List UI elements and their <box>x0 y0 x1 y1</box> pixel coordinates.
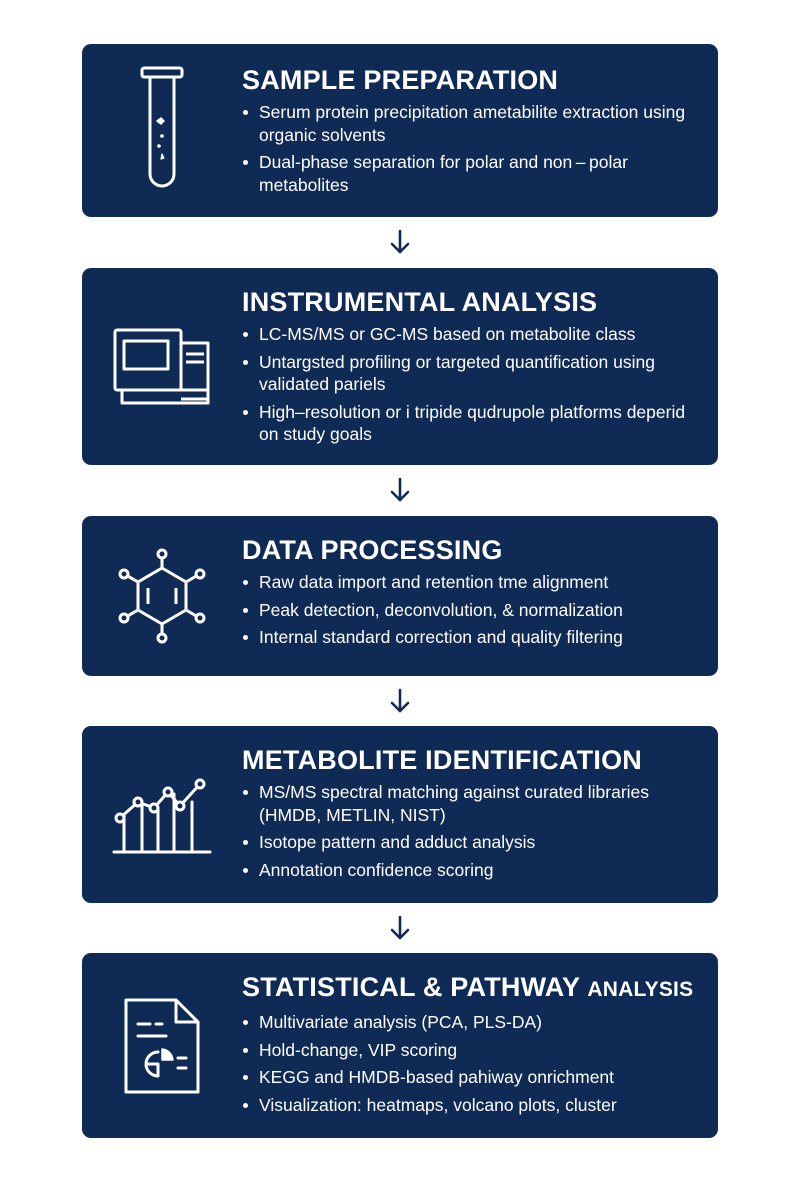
bullet-item: KEGG and HMDB-based pahiway onrichment <box>242 1066 708 1089</box>
bullet-item: LC-MS/MS or GC-MS based on metabolite cl… <box>242 323 708 346</box>
down-arrow-icon <box>390 477 410 502</box>
bullet-item: Hold-change, VIP scoring <box>242 1039 708 1062</box>
molecule-hexagon-icon <box>82 516 242 676</box>
bullet-item: High–resolution or i tripide qudrupole p… <box>242 401 708 446</box>
spectrum-chart-icon <box>82 726 242 903</box>
step-bullet-list: Multivariate analysis (PCA, PLS-DA) Hold… <box>242 1011 708 1116</box>
bullet-item: Internal standard correction and quality… <box>242 626 708 649</box>
step-card-statistical-pathway-analysis: STATISTICAL & PATHWAY ANALYSIS Multivari… <box>82 953 718 1138</box>
instrument-icon <box>82 268 242 465</box>
down-arrow-icon <box>390 915 410 940</box>
step-bullet-list: Serum protein precipitation ametabilite … <box>242 101 708 196</box>
bullet-item: Dual-phase separation for polar and non … <box>242 151 708 196</box>
step-title-suffix: ANALYSIS <box>587 978 694 1001</box>
bullet-item: Raw data import and retention tme alignm… <box>242 571 708 594</box>
down-arrow-icon <box>390 229 410 254</box>
step-title: SAMPLE PREPARATION <box>242 65 559 95</box>
step-title: METABOLITE IDENTIFICATION <box>242 745 642 775</box>
step-bullet-list: Raw data import and retention tme alignm… <box>242 571 708 649</box>
test-tube-icon <box>82 44 242 217</box>
bullet-item: Untargsted profiling or targeted quantif… <box>242 351 708 396</box>
step-title: DATA PROCESSING <box>242 535 503 565</box>
step-title: INSTRUMENTAL ANALYSIS <box>242 287 598 317</box>
step-title: STATISTICAL & PATHWAY ANALYSIS <box>242 971 708 1006</box>
bullet-item: Multivariate analysis (PCA, PLS-DA) <box>242 1011 708 1034</box>
step-bullet-list: LC-MS/MS or GC-MS based on metabolite cl… <box>242 323 708 446</box>
bullet-item: Annotation confidence scoring <box>242 859 708 882</box>
down-arrow-icon <box>390 688 410 713</box>
step-title-main: STATISTICAL & PATHWAY <box>242 972 580 1002</box>
bullet-item: Serum protein precipitation ametabilite … <box>242 101 708 146</box>
bullet-item: Peak detection, deconvolution, & normali… <box>242 599 708 622</box>
bullet-item: MS/MS spectral matching against curated … <box>242 781 708 826</box>
step-card-metabolite-identification: METABOLITE IDENTIFICATION MS/MS spectral… <box>82 726 718 903</box>
report-document-icon <box>82 953 242 1138</box>
step-card-sample-preparation: SAMPLE PREPARATION Serum protein precipi… <box>82 44 718 217</box>
bullet-item: Visualization: heatmaps, volcano plots, … <box>242 1094 708 1117</box>
step-bullet-list: MS/MS spectral matching against curated … <box>242 781 708 881</box>
step-card-instrumental-analysis: INSTRUMENTAL ANALYSIS LC-MS/MS or GC-MS … <box>82 268 718 465</box>
step-card-data-processing: DATA PROCESSING Raw data import and rete… <box>82 516 718 676</box>
bullet-item: Isotope pattern and adduct analysis <box>242 831 708 854</box>
